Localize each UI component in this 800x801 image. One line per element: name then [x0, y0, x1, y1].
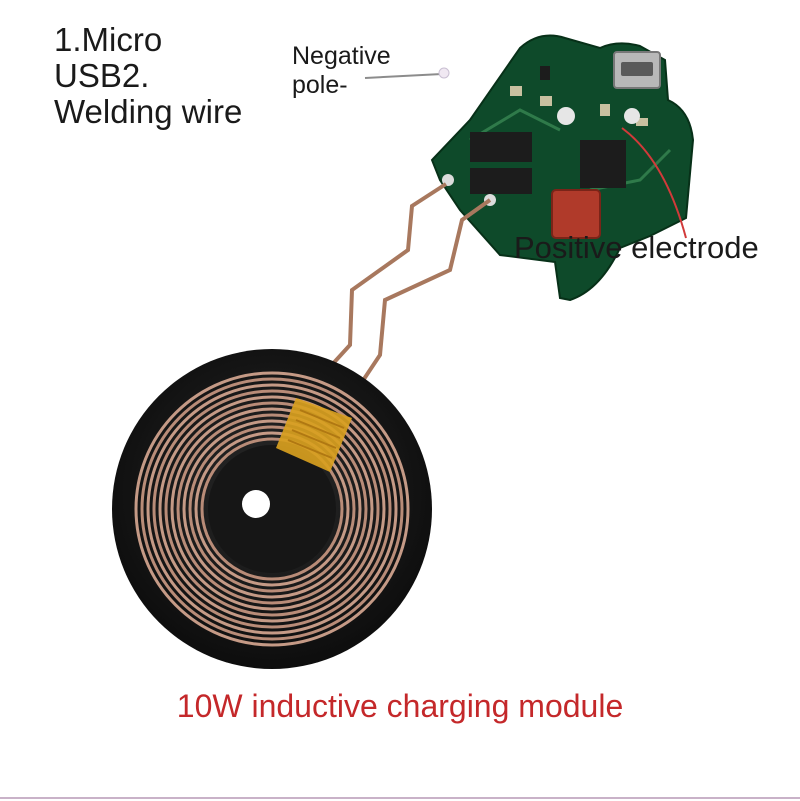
negative-pole-label: Negative pole-	[292, 42, 391, 100]
negative-label-line-2: pole-	[292, 71, 348, 99]
product-caption: 10W inductive charging module	[176, 688, 624, 724]
negative-pointer-tip	[438, 67, 450, 79]
usb-label-line-3: Welding wire	[54, 93, 243, 130]
pcb-board	[430, 34, 695, 302]
negative-label-line-1: Negative	[292, 42, 391, 70]
kapton-tape	[276, 398, 352, 472]
positive-electrode-label: Positive electrode	[514, 230, 759, 265]
ic-chip	[470, 132, 532, 162]
bottom-divider	[0, 797, 800, 799]
positive-pointer-line	[621, 127, 687, 239]
negative-pointer-line	[364, 73, 443, 79]
wireless-coil	[112, 349, 432, 669]
ic-chip	[580, 140, 626, 188]
capacitor	[551, 189, 601, 239]
usb-label-line-2: USB2.	[54, 57, 150, 94]
usb-label-line-1: 1.Micro	[54, 21, 163, 58]
usb-welding-label: 1.Micro USB2. Welding wire	[54, 22, 242, 130]
ic-chip	[470, 168, 532, 194]
